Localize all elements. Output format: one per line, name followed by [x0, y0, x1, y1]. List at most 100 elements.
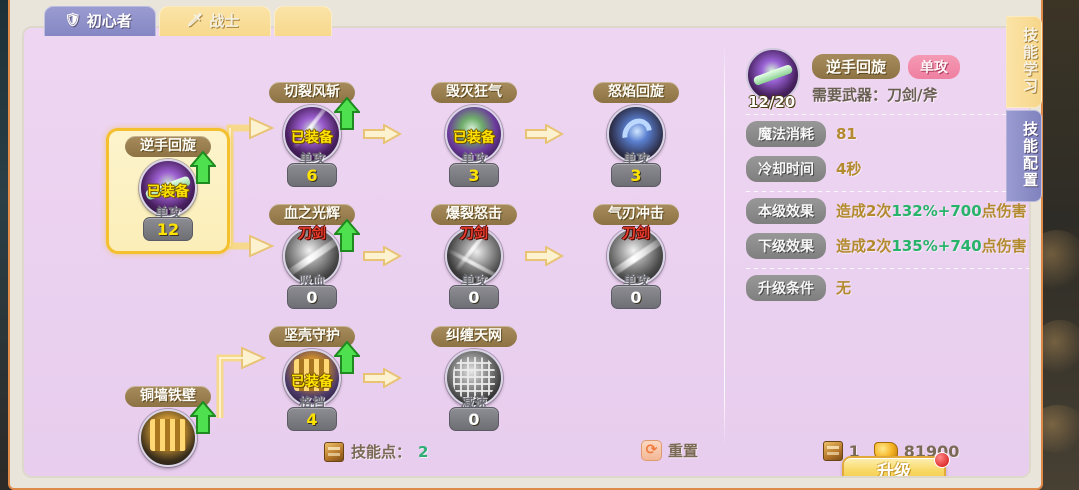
- skill-node-jiankeshouhu[interactable]: 坚壳守护 已装备 格挡 4: [266, 326, 360, 431]
- purple-spin-icon: [139, 159, 197, 217]
- skill-point-value: 2: [418, 442, 429, 461]
- skill-icon-wrap: 已装备 格挡: [266, 341, 360, 413]
- skill-point-label: 技能点：: [351, 443, 412, 461]
- separator: [746, 268, 1029, 269]
- skill-node-jiuchantianwang[interactable]: 纠缠天网 减速 0: [428, 326, 520, 431]
- weapon-requirement-label: 刀剑: [298, 226, 326, 242]
- skill-name-label: 纠缠天网: [431, 326, 517, 347]
- upgrade-arrow-icon[interactable]: [334, 341, 360, 375]
- tab-placeholder[interactable]: [274, 6, 332, 36]
- skill-icon-wrap: 已装备 单攻: [122, 151, 216, 223]
- tab-beginner-label: 初心者: [86, 12, 132, 30]
- stat-value: 无: [836, 279, 852, 297]
- detail-upgrade-condition: 升级条件 无: [746, 275, 1029, 301]
- detail-next-effect: 下级效果 造成2次135%+740点伤害: [746, 233, 1029, 259]
- reset-button[interactable]: ⟳ 重置: [640, 440, 698, 461]
- wall-icon: [139, 409, 197, 467]
- skill-level-box: 4: [287, 407, 337, 431]
- detail-type-badge: 单攻: [908, 54, 961, 79]
- detail-icon-wrap: 12/20: [746, 48, 804, 111]
- skill-point-group: 技能点： 2: [324, 441, 428, 462]
- connector-branch-defense: [216, 346, 267, 418]
- equipped-badge: 已装备: [453, 130, 495, 146]
- purple-spin-icon: [746, 48, 800, 102]
- skill-level-box: 12: [143, 217, 193, 241]
- upgrade-button[interactable]: 升级: [842, 452, 950, 476]
- separator: [746, 114, 1029, 115]
- upgrade-arrow-icon[interactable]: [190, 151, 216, 185]
- equipped-badge: 已装备: [291, 130, 333, 146]
- skill-point-icon: [324, 441, 344, 462]
- detail-current-effect: 本级效果 造成2次132%+700点伤害: [746, 198, 1029, 224]
- shield-guard-icon: [283, 349, 341, 407]
- skill-icon-wrap: 已装备 单攻: [428, 103, 520, 169]
- connector-arrow: [363, 124, 402, 144]
- skill-level-box: 0: [287, 285, 337, 309]
- upgrade-arrow-icon[interactable]: [190, 401, 216, 435]
- upgrade-arrow-icon[interactable]: [334, 219, 360, 253]
- tab-warrior-label: 战士: [209, 12, 240, 30]
- skill-tree: 逆手回旋 已装备 单攻 12 切裂风斩: [24, 28, 724, 467]
- skill-level-box: 3: [611, 163, 661, 187]
- skill-icon-wrap: 单攻: [590, 103, 682, 169]
- skill-icon-wrap: [122, 401, 216, 473]
- side-tabs: 技能学习 技能配置: [1006, 16, 1042, 204]
- net-icon: [445, 349, 503, 407]
- skill-detail-panel: 12/20 逆手回旋 单攻 需要武器：刀剑/斧 魔法消耗 81: [746, 48, 1029, 310]
- connector-arrow: [525, 246, 564, 266]
- skill-icon-wrap: 刀剑 单攻: [590, 225, 682, 291]
- weapon-requirement-label: 刀剑: [622, 226, 650, 242]
- footer-bar: 技能点： 2 ⟳ 重置: [24, 438, 724, 466]
- notification-dot: [934, 452, 950, 468]
- skill-level-box: 0: [449, 285, 499, 309]
- skill-name-label: 血之光辉: [269, 204, 355, 225]
- effect-highlight: 135%+740: [891, 237, 982, 255]
- side-tab-skill-learning[interactable]: 技能学习: [1006, 16, 1042, 108]
- stat-value: 81: [836, 125, 857, 143]
- skill-icon-wrap: 减速: [428, 347, 520, 413]
- stat-value: 造成2次132%+700点伤害: [836, 202, 1027, 220]
- detail-header: 12/20 逆手回旋 单攻 需要武器：刀剑/斧: [746, 48, 1029, 111]
- detail-title-row: 逆手回旋 单攻: [812, 54, 1029, 79]
- panel-background: 逆手回旋 已装备 单攻 12 切裂风斩: [24, 28, 1029, 476]
- skill-node-xuezhiguanghui[interactable]: 血之光辉 刀剑 吸血 0: [266, 204, 360, 309]
- skill-name-label: 毁灭狂气: [431, 82, 517, 103]
- skill-node-qieliefengzhan[interactable]: 切裂风斩 已装备 单攻 6: [266, 82, 360, 187]
- connector-arrow: [363, 246, 402, 266]
- connector-arrow: [525, 124, 564, 144]
- purple-slash-icon: [283, 105, 341, 163]
- skill-node-tongqiangtiebi[interactable]: 铜墙铁壁: [122, 386, 216, 473]
- skill-level-box: 0: [449, 407, 499, 431]
- stat-label: 魔法消耗: [746, 121, 826, 147]
- skill-name-label: 怒焰回旋: [593, 82, 679, 103]
- separator: [746, 191, 1029, 192]
- detail-skill-name: 逆手回旋: [812, 54, 901, 79]
- equipped-badge: 已装备: [291, 374, 333, 390]
- blue-swirl-icon: [607, 105, 665, 163]
- scroll-count: 1: [848, 441, 860, 461]
- upgrade-arrow-icon[interactable]: [334, 97, 360, 131]
- skill-node-huimiekuangqi[interactable]: 毁灭狂气 已装备 单攻 3: [428, 82, 520, 187]
- skill-name-label: 气刃冲击: [593, 204, 679, 225]
- detail-stat-cooldown: 冷却时间 4秒: [746, 156, 1029, 182]
- tab-warrior[interactable]: 🗡 战士: [159, 6, 271, 36]
- upgrade-button-label: 升级: [877, 462, 911, 476]
- category-tabs: 🛡 初心者 🗡 战士: [44, 6, 332, 36]
- side-tab-skill-config[interactable]: 技能配置: [1006, 110, 1042, 202]
- skill-name-label: 逆手回旋: [125, 136, 211, 157]
- skill-level-box: 0: [611, 285, 661, 309]
- stat-value: 4秒: [836, 160, 862, 178]
- stat-label: 本级效果: [746, 198, 826, 224]
- skill-node-nuyanhuixuan[interactable]: 怒焰回旋 单攻 3: [590, 82, 682, 187]
- steel-burst-icon: [445, 227, 503, 285]
- skill-node-nishouhuixuan[interactable]: 逆手回旋 已装备 单攻 12: [106, 128, 230, 254]
- skill-node-qirenchongji[interactable]: 气刃冲击 刀剑 单攻 0: [590, 204, 682, 309]
- skill-node-baoliènuji[interactable]: 爆裂怒击 刀剑 单攻 0: [428, 204, 520, 309]
- skill-icon-wrap: 刀剑 单攻: [428, 225, 520, 291]
- skill-icon-wrap: 已装备 单攻: [266, 97, 360, 169]
- detail-stat-mp: 魔法消耗 81: [746, 121, 1029, 147]
- tab-beginner[interactable]: 🛡 初心者: [44, 6, 156, 36]
- skill-name-label: 铜墙铁壁: [125, 386, 211, 407]
- window-content: 逆手回旋 已装备 单攻 12 切裂风斩: [22, 26, 1031, 478]
- connector-arrow: [363, 368, 402, 388]
